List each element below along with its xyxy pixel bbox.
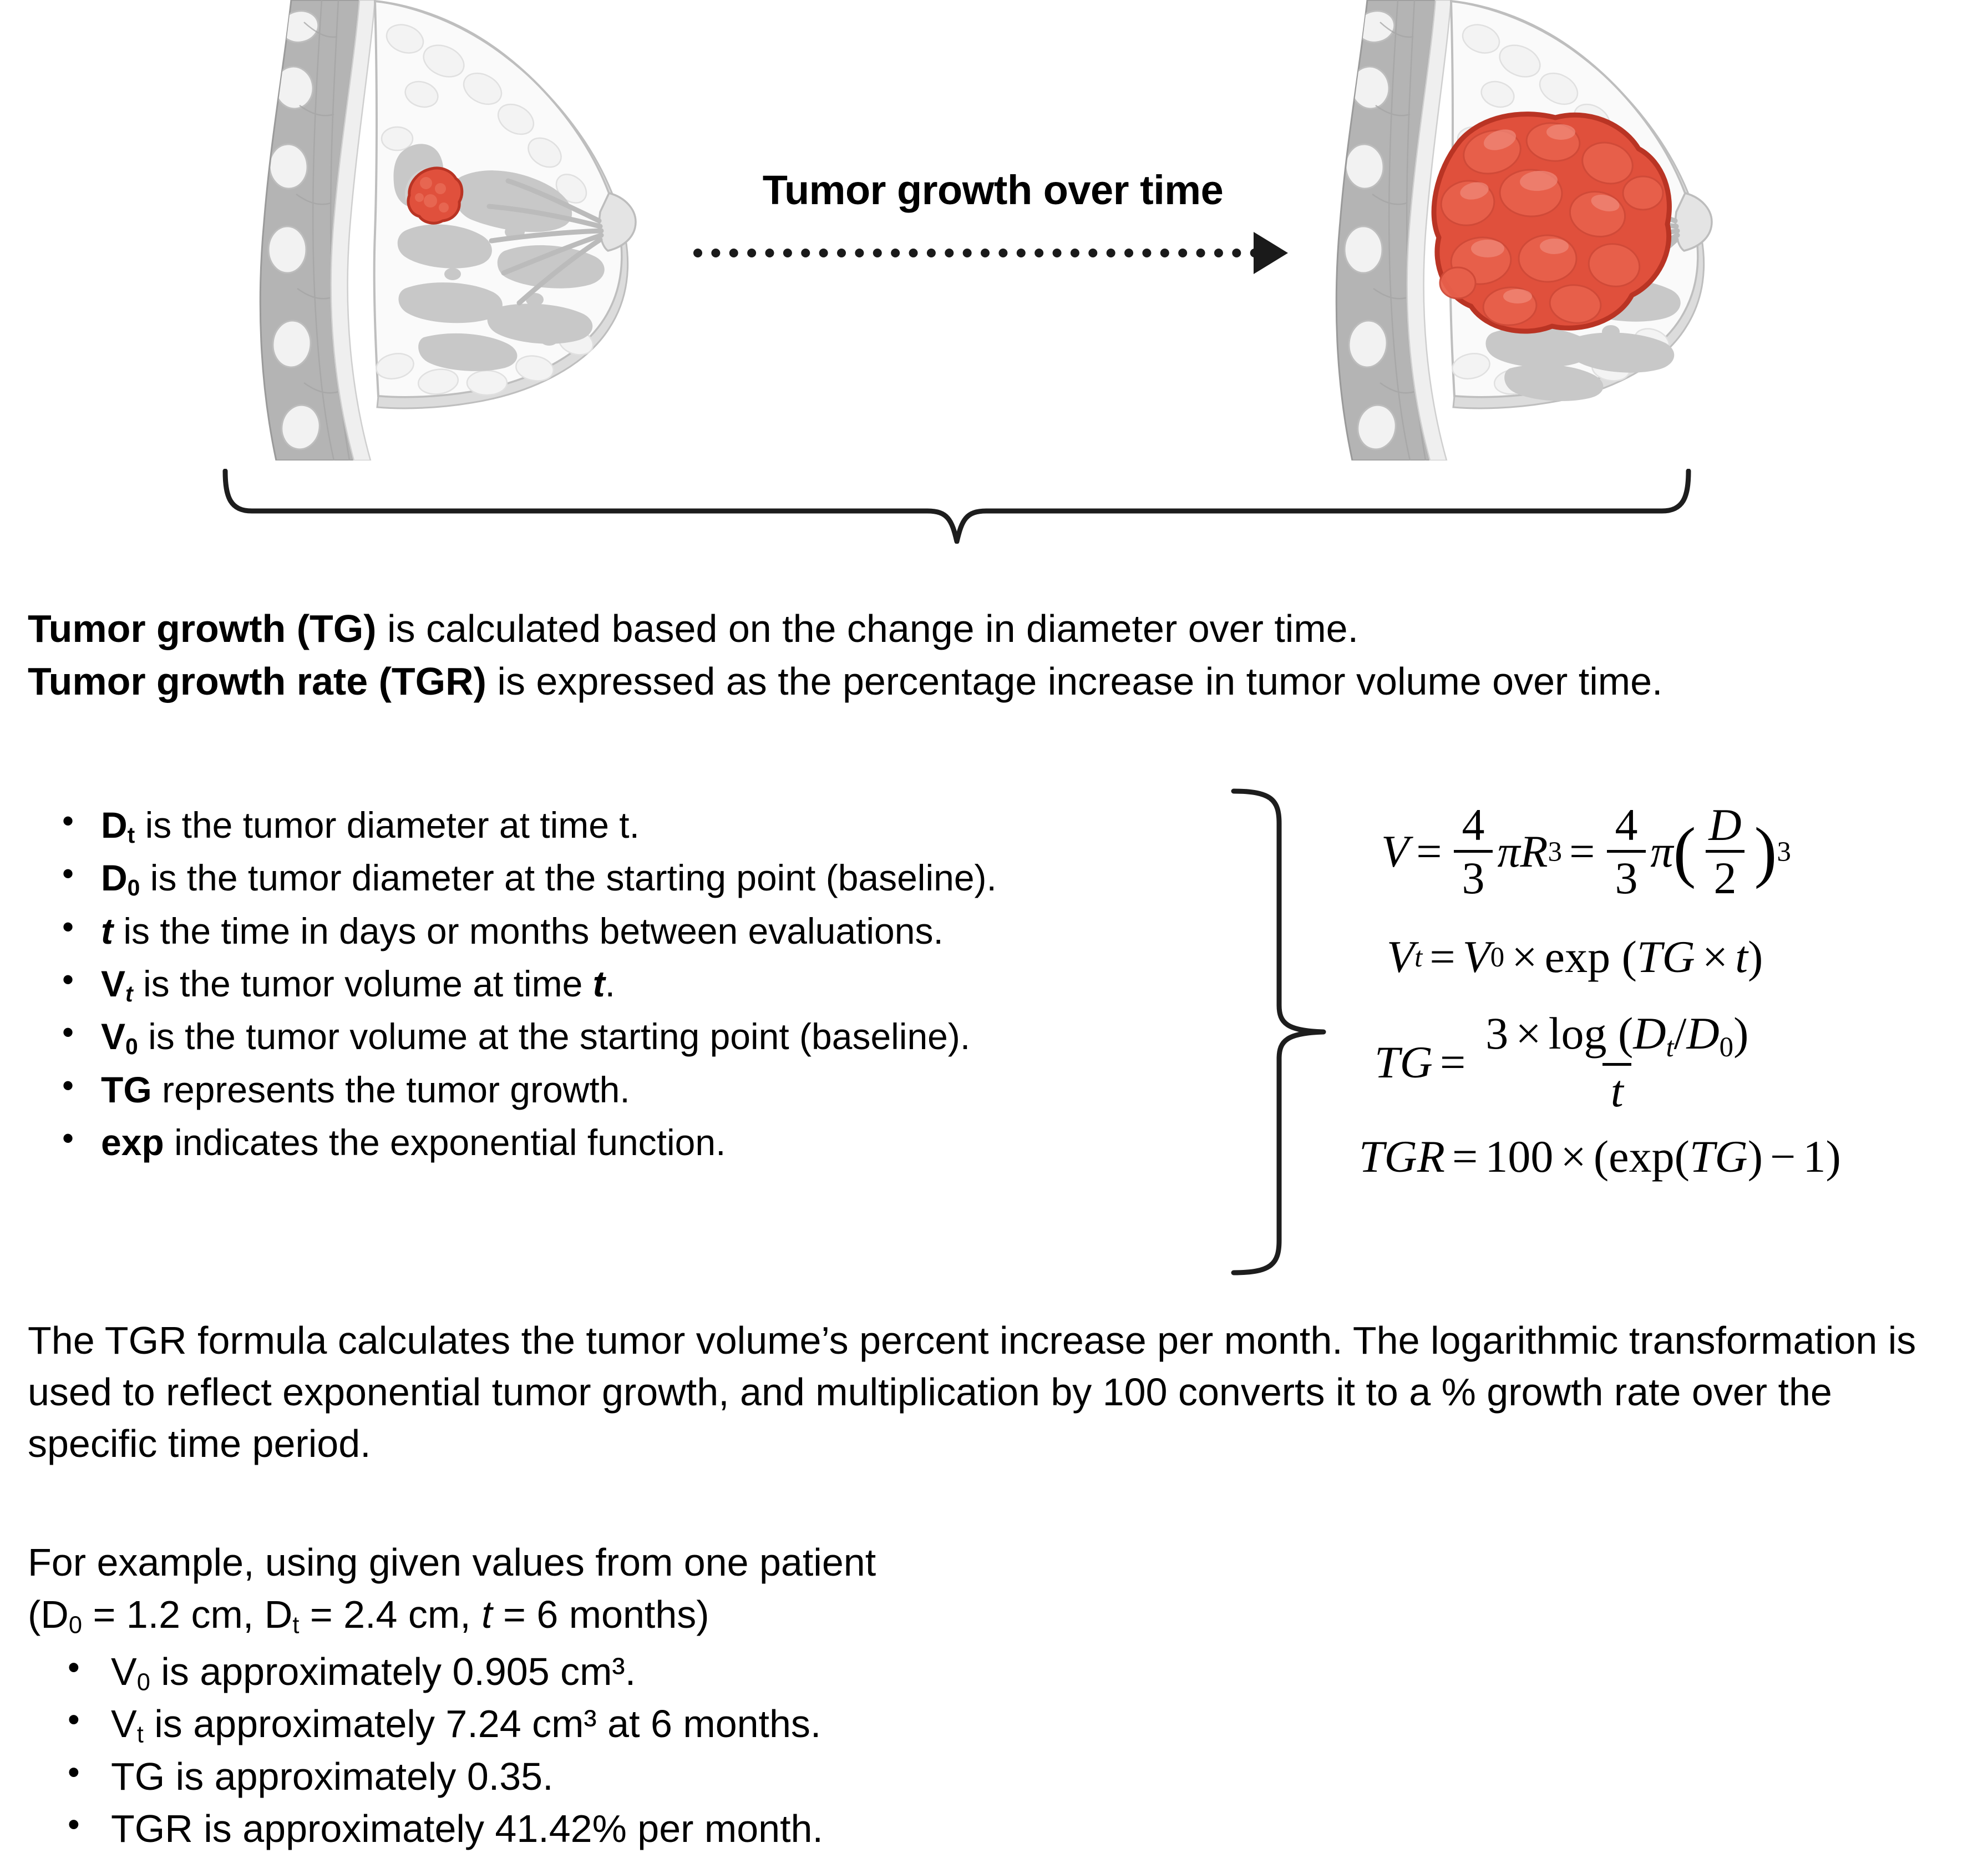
example-t-value: = 6 months) — [492, 1592, 709, 1636]
example-dt-sub: t — [292, 1612, 300, 1639]
term-d0: D0 — [101, 857, 140, 901]
term-vt: Vt — [101, 963, 133, 1007]
definition-d0-text: is the tumor diameter at the starting po… — [140, 857, 997, 899]
explanation-paragraph: The TGR formula calculates the tumor vol… — [28, 1319, 1916, 1466]
definition-item-d0: D0 is the tumor diameter at the starting… — [50, 850, 1204, 904]
example-result-tgr: TGR is approximately 41.42% per month. — [28, 1801, 1969, 1855]
result-term-tg: TG — [111, 1754, 165, 1798]
result-text-vt: is approximately 7.24 cm³ at 6 months. — [143, 1702, 821, 1746]
definition-item-t: t is the time in days or months between … — [50, 903, 1204, 958]
example-result-v0: V0 is approximately 0.905 cm³. — [28, 1644, 1969, 1699]
illustration-band: Tumor growth over time — [0, 0, 1988, 544]
formula-brace-icon — [1231, 788, 1326, 1275]
breast-figure-before-icon — [259, 0, 637, 460]
definition-dt-text: is the tumor diameter at time t. — [135, 804, 640, 846]
result-text-tgr: is approximately 41.42% per month. — [192, 1806, 823, 1850]
result-text-tg: is approximately 0.35. — [165, 1754, 554, 1798]
growth-arrow-group: Tumor growth over time — [682, 166, 1304, 277]
definition-item-tg: TG represents the tumor growth. — [50, 1062, 1204, 1116]
formula-tgr: TGR=100 ×(exp(TG) −1) — [1359, 1131, 1841, 1182]
example-result-tg: TG is approximately 0.35. — [28, 1749, 1969, 1803]
example-result-vt: Vt is approximately 7.24 cm³ at 6 months… — [28, 1697, 1969, 1751]
example-d0-sub: 0 — [68, 1612, 83, 1639]
growth-arrow-label: Tumor growth over time — [762, 167, 1224, 213]
term-dt: Dt — [101, 804, 135, 848]
intro-line-tg: Tumor growth (TG) is calculated based on… — [28, 603, 1969, 655]
example-d0-value: = 1.2 cm, D — [82, 1592, 293, 1636]
result-term-tgr: TGR — [111, 1806, 193, 1850]
example-intro-line: For example, using given values from one… — [28, 1541, 876, 1584]
summary-brace-icon — [222, 469, 1691, 544]
result-text-v0: is approximately 0.905 cm³. — [150, 1649, 636, 1693]
result-sub-v0: 0 — [136, 1669, 150, 1696]
result-term-v0: V — [111, 1649, 137, 1693]
term-v0: V0 — [101, 1016, 138, 1060]
breast-figure-after-icon — [1335, 0, 1713, 460]
intro-block: Tumor growth (TG) is calculated based on… — [28, 603, 1969, 708]
intro-tg-rest: is calculated based on the change in dia… — [376, 607, 1359, 650]
term-tg: TG — [101, 1069, 152, 1110]
result-term-vt: V — [111, 1702, 137, 1746]
term-t: t — [101, 910, 113, 951]
definitions-list: Dt is the tumor diameter at time t. D0 i… — [50, 797, 1204, 1170]
definition-v0-text: is the tumor volume at the starting poin… — [138, 1016, 971, 1057]
example-dt-value: = 2.4 cm, — [299, 1592, 482, 1636]
formula-tg: TG= 3×log (Dt/D0) t — [1375, 1008, 1749, 1116]
example-parameters-line: (D0 = 1.2 cm, Dt = 2.4 cm, t = 6 months) — [28, 1589, 1969, 1642]
definitions-and-formulas-section: Dt is the tumor diameter at time t. D0 i… — [0, 777, 1988, 1287]
intro-line-tgr: Tumor growth rate (TGR) is expressed as … — [28, 655, 1969, 708]
intro-tgr-rest: is expressed as the percentage increase … — [486, 660, 1663, 703]
definition-tg-text: represents the tumor growth. — [151, 1069, 630, 1110]
small-tumor-icon — [405, 166, 464, 225]
example-results-list: V0 is approximately 0.905 cm³. Vt is app… — [28, 1644, 1969, 1855]
definition-exp-text: indicates the exponential function. — [164, 1122, 726, 1163]
definition-item-vt: Vt is the tumor volume at time t. — [50, 956, 1204, 1010]
definition-item-dt: Dt is the tumor diameter at time t. — [50, 797, 1204, 852]
term-exp: exp — [101, 1122, 164, 1163]
arrow-shaft-dotted — [693, 249, 1259, 257]
arrow-head-icon — [1254, 232, 1288, 274]
example-block: For example, using given values from one… — [28, 1537, 1969, 1855]
large-tumor-icon — [1431, 112, 1672, 334]
definition-item-exp: exp indicates the exponential function. — [50, 1115, 1204, 1169]
explanation-block: The TGR formula calculates the tumor vol… — [28, 1315, 1969, 1470]
definition-vt-text: is the tumor volume at time t. — [133, 963, 615, 1005]
example-t-symbol: t — [481, 1592, 493, 1636]
example-params-prefix: (D — [28, 1592, 69, 1636]
intro-tg-term: Tumor growth (TG) — [28, 607, 377, 650]
intro-tgr-term: Tumor growth rate (TGR) — [28, 660, 486, 703]
definition-item-v0: V0 is the tumor volume at the starting p… — [50, 1009, 1204, 1063]
definition-t-text: is the time in days or months between ev… — [113, 910, 944, 951]
result-sub-vt: t — [136, 1721, 144, 1748]
